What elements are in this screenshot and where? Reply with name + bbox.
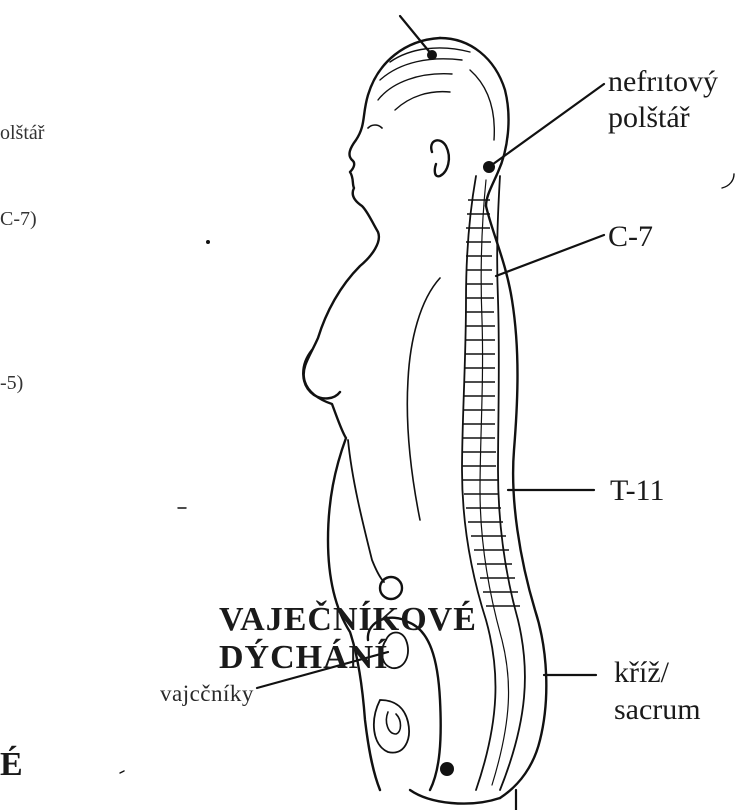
label-kriz-line1: kříž/ (614, 658, 669, 688)
leader-c7 (496, 235, 604, 276)
fragment-c7: C-7) (0, 209, 37, 229)
ovary-loop (374, 700, 409, 753)
label-nefritovy-line1: nefrıtový (608, 67, 718, 97)
head-back-outline (440, 38, 509, 206)
ovary-loop-small (386, 712, 400, 734)
fragment-polstar: olštář (0, 123, 44, 143)
eye (368, 125, 382, 128)
perineum-point (440, 762, 454, 776)
body-front-outline (304, 38, 440, 790)
ear (431, 140, 449, 176)
title-line2: DÝCHÁNÍ (219, 641, 388, 675)
label-c7: C-7 (608, 222, 653, 252)
label-nefritovy-line2: polštář (608, 103, 690, 133)
hair-strands (378, 48, 494, 140)
label-kriz-line2: sacrum (614, 695, 701, 725)
spine-front-line (462, 176, 495, 790)
fragment-e: É (0, 748, 24, 782)
label-t11: T-11 (610, 476, 664, 506)
label-vajecniky: vajcčníky (160, 682, 254, 705)
fragment-l5: -5) (0, 373, 23, 393)
bottom-outline (410, 790, 500, 804)
leader-small-hook (722, 174, 734, 188)
spine-back-line (497, 176, 525, 790)
arm-line (407, 278, 440, 520)
stray-dot-1 (206, 240, 210, 244)
navel-circle (380, 577, 402, 599)
title-line1: VAJEČNÍKOVÉ (219, 603, 477, 637)
energy-path-front (348, 440, 384, 582)
vertebrae (462, 200, 520, 606)
stray-mark (120, 771, 124, 773)
